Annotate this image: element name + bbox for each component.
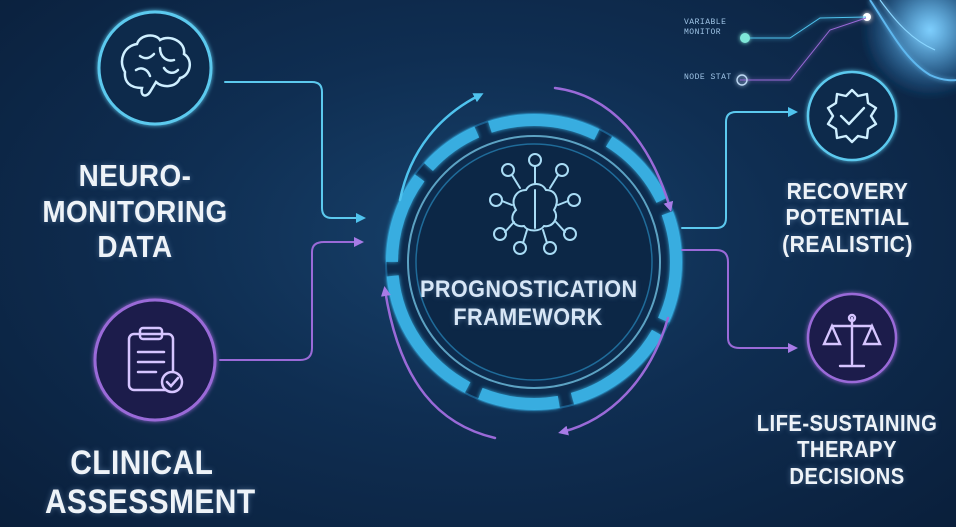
connectors — [219, 81, 798, 361]
recovery-potential-node — [806, 70, 898, 162]
status-readout: NODE STAT — [684, 73, 732, 82]
neuro-to-framework-arrow — [224, 81, 366, 223]
label-line: DATA — [97, 229, 173, 265]
label-line: PROGNOSTICATION — [420, 276, 638, 303]
label-line: THERAPY DECISIONS — [789, 436, 905, 489]
cycle-arrows — [380, 86, 674, 440]
label-line: ASSESSMENT — [45, 483, 256, 522]
label-line: FRAMEWORK — [453, 303, 603, 331]
clinical-to-framework-arrow — [219, 237, 364, 361]
scales-icon — [822, 313, 882, 368]
life-sustaining-node — [806, 292, 898, 384]
clipboard-check-icon — [127, 326, 184, 394]
framework-label: PROGNOSTICATION FRAMEWORK — [420, 276, 638, 331]
label-line: (REALISTIC) — [782, 230, 913, 257]
framework-hub — [385, 113, 683, 411]
clinical-assessment-node — [93, 298, 217, 422]
framework-to-recovery-arrow — [681, 107, 798, 229]
recovery-potential-label: RECOVERY POTENTIAL (REALISTIC) — [744, 178, 951, 257]
glowing-head-decoration — [736, 0, 956, 100]
clinical-assessment-label: CLINICAL ASSESSMENT — [45, 444, 256, 522]
label-line: NEURO-MONITORING — [42, 158, 228, 229]
label-line: LIFE-SUSTAINING — [756, 410, 938, 436]
label-line: RECOVERY POTENTIAL — [785, 178, 910, 231]
status-readout: MONITOR — [684, 28, 722, 37]
brain-icon — [120, 34, 192, 97]
brain-network-icon — [489, 153, 581, 255]
neuro-monitoring-label: NEURO-MONITORING DATA — [0, 158, 270, 265]
neuro-monitoring-node — [97, 10, 213, 126]
status-readout: VARIABLE — [684, 18, 727, 27]
life-sustaining-label: LIFE-SUSTAINING THERAPY DECISIONS — [755, 410, 940, 489]
framework-to-life-sustaining-arrow — [681, 249, 798, 353]
label-line: CLINICAL — [70, 444, 214, 482]
checkmark-badge-icon — [826, 88, 878, 144]
